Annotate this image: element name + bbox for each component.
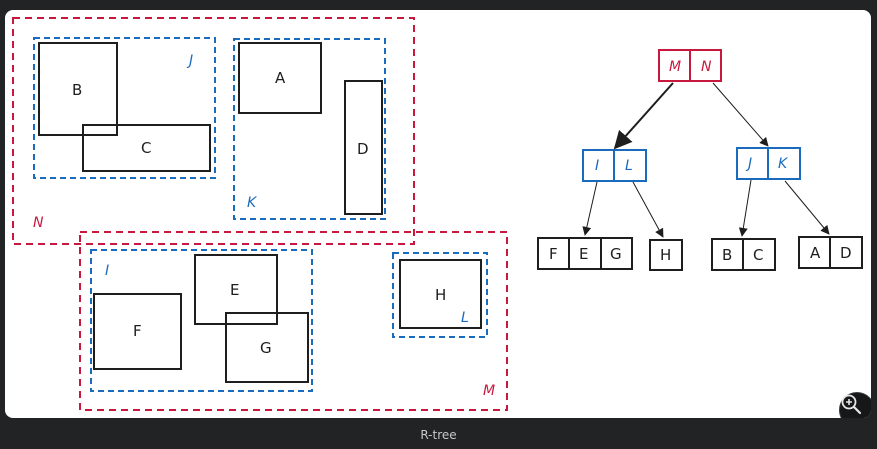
label-b: B [72, 81, 82, 99]
label-d: D [357, 140, 369, 158]
label-region-i: I [105, 263, 109, 279]
tree-node-j: J [745, 156, 752, 172]
zoom-in-icon [841, 394, 862, 415]
label-region-l: L [461, 310, 469, 326]
arrow-k-to-ad [784, 180, 830, 235]
tree-root-n: N [701, 59, 712, 75]
tree-leaf-h: H [660, 246, 671, 264]
rect-e [194, 254, 278, 325]
label-region-n: N [33, 215, 44, 231]
tree-node-k: K [778, 156, 789, 172]
label-region-m: M [483, 383, 495, 399]
rect-b [38, 42, 118, 136]
tree-leaf-g: G [610, 245, 622, 263]
diagram-canvas: B C A D E F G H N M J K I L M N I L J K … [5, 10, 871, 418]
tree-leaf-c: C [753, 246, 763, 264]
tree-leaf-e: E [579, 245, 588, 263]
tree-root-m: M [669, 59, 681, 75]
region-k-box [233, 38, 386, 220]
rect-f [93, 293, 182, 370]
r-tree-diagram: B C A D E F G H N M J K I L M N I L J K … [12, 17, 863, 411]
region-i-box [90, 249, 313, 392]
rect-h [399, 259, 482, 329]
tree-node-i: I [595, 158, 599, 174]
rect-a [238, 42, 322, 114]
tree-leaf-b: B [722, 246, 732, 264]
tree-leaf-f: F [549, 245, 558, 263]
label-region-k: K [247, 195, 258, 211]
region-l-box [392, 252, 488, 338]
region-n-box [12, 17, 415, 245]
zoom-in-button[interactable] [839, 392, 871, 418]
arrow-l-to-h [632, 181, 664, 238]
tree-node-il: I L [582, 149, 647, 182]
rect-c [82, 124, 211, 172]
label-region-j: J [186, 53, 193, 69]
label-c: C [141, 139, 151, 157]
tree-node-l: L [625, 158, 633, 174]
label-e: E [230, 281, 239, 299]
arrow-m-to-il [613, 82, 674, 150]
label-a: A [275, 69, 286, 87]
label-h: H [435, 286, 446, 304]
arrow-i-to-feg [582, 181, 598, 236]
image-caption: R-tree [420, 428, 457, 442]
arrow-j-to-bc [738, 179, 752, 237]
tree-leaf-a: A [810, 244, 821, 262]
region-j-box [33, 37, 216, 179]
tree-leaf-d: D [840, 244, 852, 262]
tree-leaf-ad [798, 236, 863, 269]
rect-d [344, 80, 383, 215]
label-g: G [260, 339, 272, 357]
arrow-n-to-jk [712, 82, 769, 147]
tree-leaf-h-box [649, 239, 683, 271]
tree-node-jk: J K [736, 147, 801, 180]
region-m-box [79, 231, 508, 411]
tree-node-root: M N [658, 49, 722, 82]
rect-g [225, 312, 309, 383]
tree-leaf-bc [711, 238, 776, 271]
label-f: F [133, 322, 142, 340]
tree-leaf-feg [537, 237, 633, 270]
